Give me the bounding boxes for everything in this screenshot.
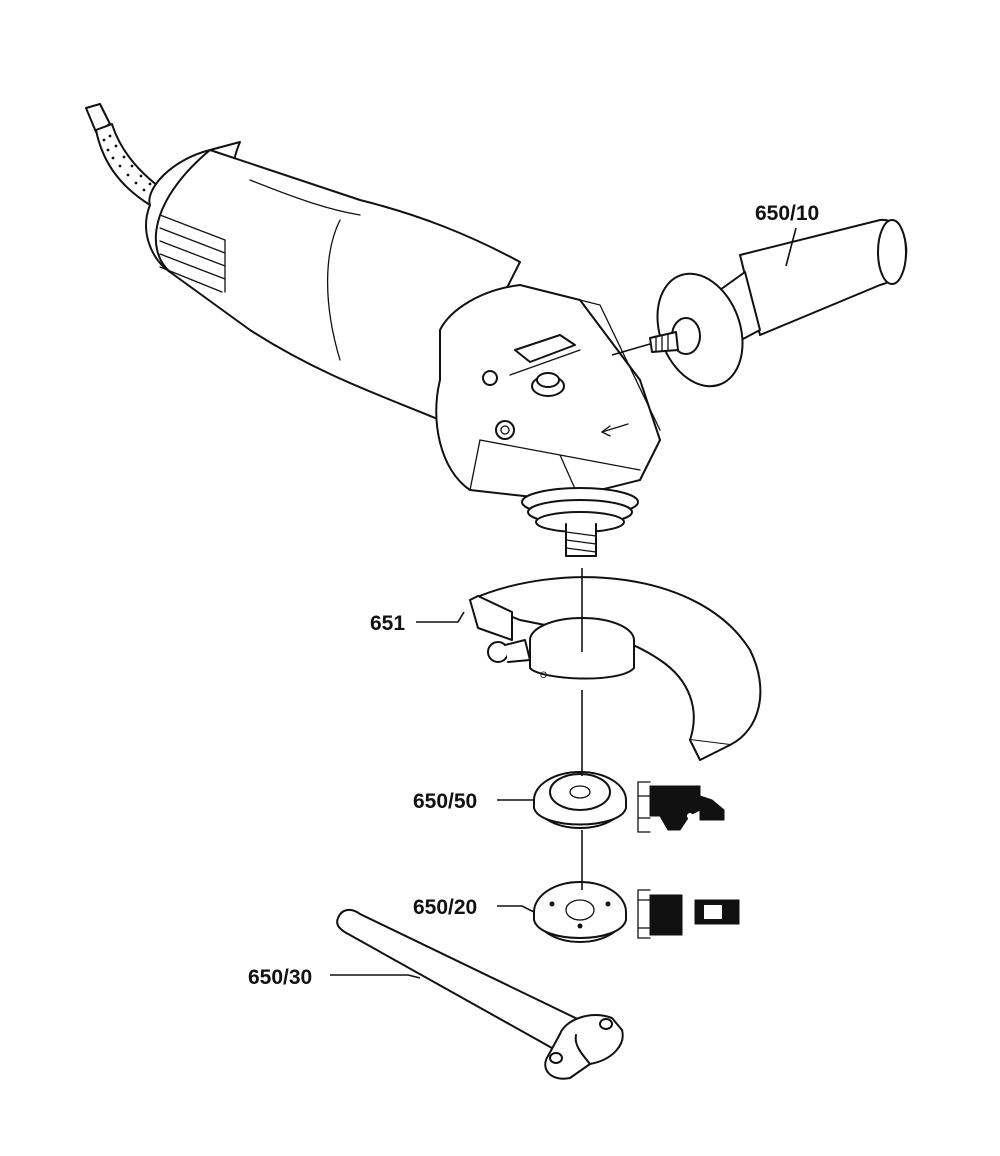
part-label-650-50: 650/50	[413, 790, 477, 813]
part-label-650-20: 650/20	[413, 896, 477, 919]
part-label-650-10: 650/10	[755, 202, 819, 225]
leader-lines	[330, 227, 797, 979]
grinder-body	[145, 141, 661, 557]
wheel-guard: O	[469, 576, 762, 761]
mounting-flange	[533, 771, 725, 833]
auxiliary-handle	[649, 218, 908, 388]
part-label-651: 651	[370, 612, 405, 635]
handle-axis-line	[611, 343, 651, 356]
power-cord	[85, 103, 167, 206]
lock-nut	[533, 881, 740, 943]
svg-text:O: O	[540, 670, 547, 680]
spanner-wrench	[336, 908, 624, 1080]
part-label-650-30: 650/30	[248, 966, 312, 989]
